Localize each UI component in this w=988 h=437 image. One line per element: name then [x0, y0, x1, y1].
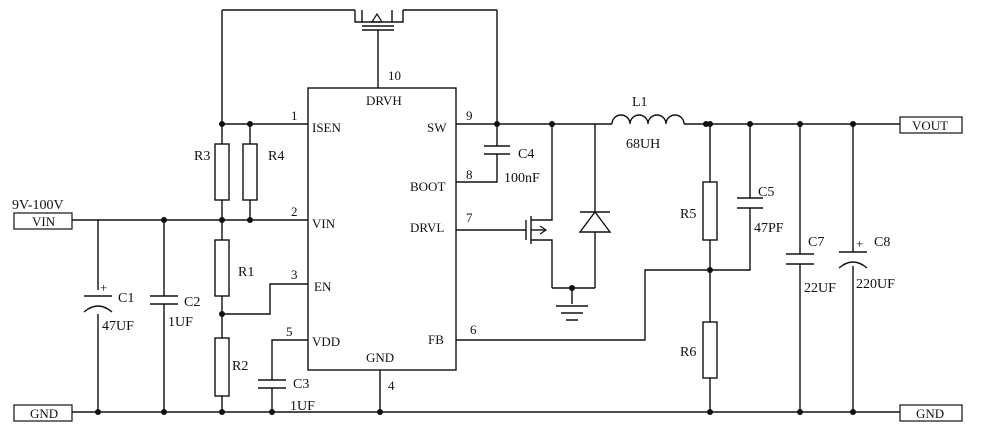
c7-label: C7: [808, 235, 824, 250]
ic-pin-sw: SW: [427, 120, 447, 135]
ic-pin-fb: FB: [428, 332, 444, 347]
freewheel-diode: [578, 124, 612, 288]
vin-range-label: 9V-100V: [12, 198, 64, 213]
capacitor-c4: [484, 145, 510, 160]
inductor-l1: [611, 114, 900, 125]
resistor-r3: [214, 143, 230, 201]
c4-value: 100nF: [504, 171, 540, 186]
pin-number-2: 2: [291, 204, 298, 219]
low-side-mosfet: [456, 124, 553, 288]
pin-number-3: 3: [291, 267, 298, 282]
c1-polarity: +: [100, 280, 107, 295]
pin-number-10: 10: [388, 68, 401, 83]
capacitor-c5: [710, 124, 763, 271]
resistor-r6: [702, 321, 718, 379]
gnd-port-right-label: GND: [916, 406, 944, 421]
c3-value: 1UF: [290, 399, 315, 414]
vout-port: [899, 116, 963, 134]
pin-number-4: 4: [388, 378, 395, 393]
wire-en: [221, 283, 308, 338]
gnd-port-left: [13, 404, 73, 422]
c5-label: C5: [758, 185, 774, 200]
r6-label: R6: [680, 345, 696, 360]
capacitor-c1: [83, 220, 113, 412]
vout-port-label: VOUT: [912, 118, 948, 133]
controller-ic: [307, 87, 457, 371]
r3-label: R3: [194, 149, 210, 164]
ic-pin-vdd: VDD: [312, 334, 340, 349]
ic-pin-en: EN: [314, 279, 332, 294]
resistor-r4: [242, 143, 258, 201]
ic-pin-gnd: GND: [366, 350, 394, 365]
c8-label: C8: [874, 235, 890, 250]
l1-label: L1: [632, 95, 648, 110]
junctions: [95, 121, 856, 415]
r1-label: R1: [238, 265, 254, 280]
vin-port: [13, 212, 73, 230]
vin-port-label: VIN: [32, 214, 56, 229]
c1-value: 47UF: [102, 319, 134, 334]
resistor-r5: [702, 181, 718, 241]
c3-label: C3: [293, 377, 309, 392]
pin-number-7: 7: [466, 210, 473, 225]
gnd-port-right: [899, 404, 963, 422]
resistor-r1: [214, 239, 230, 297]
resistor-r2: [214, 337, 230, 397]
r2-label: R2: [232, 359, 248, 374]
r5-label: R5: [680, 207, 696, 222]
capacitor-c3: [258, 379, 286, 396]
ic-pin-boot: BOOT: [410, 179, 445, 194]
capacitor-c2: [150, 220, 178, 412]
pin-number-8: 8: [466, 167, 473, 182]
ic-pin-vin: VIN: [312, 216, 336, 231]
c5-value: 47PF: [754, 221, 784, 236]
gnd-port-left-label: GND: [30, 406, 58, 421]
ic-pin-isen: ISEN: [312, 120, 342, 135]
wire-vdd: [271, 339, 308, 380]
c8-value: 220UF: [856, 277, 895, 292]
wire-top-left: [221, 10, 308, 125]
ground-symbol: [556, 305, 588, 321]
pin-number-1: 1: [291, 108, 298, 123]
wire-fb: [456, 269, 710, 341]
capacitor-c8: [838, 124, 868, 412]
capacitor-c7: [786, 124, 814, 412]
ic-pin-drvh: DRVH: [366, 93, 402, 108]
pin-number-5: 5: [286, 324, 293, 339]
c4-label: C4: [518, 147, 534, 162]
wire-boot: [456, 124, 498, 183]
r4-label: R4: [268, 149, 284, 164]
ic-pin-drvl: DRVL: [410, 220, 444, 235]
c2-label: C2: [184, 295, 200, 310]
l1-value: 68UH: [626, 137, 660, 152]
high-side-mosfet: [222, 9, 497, 88]
c2-value: 1UF: [168, 315, 193, 330]
c7-value: 22UF: [804, 281, 836, 296]
c8-polarity: +: [856, 236, 863, 251]
c1-label: C1: [118, 291, 134, 306]
pin-number-6: 6: [470, 322, 477, 337]
pin-number-9: 9: [466, 108, 473, 123]
